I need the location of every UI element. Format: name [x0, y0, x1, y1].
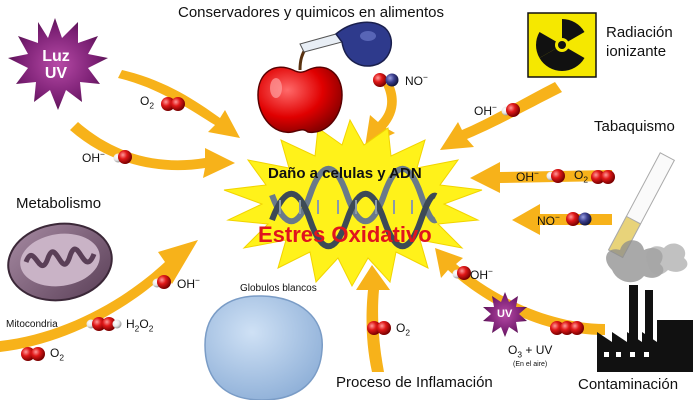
center-main-title: Estres Oxidativo [258, 222, 432, 247]
uv-burst [8, 18, 108, 110]
mitochondria-illustration [7, 222, 113, 302]
uv-oh-label: OH− [82, 149, 105, 165]
pollution-oh-label: OH− [470, 266, 493, 282]
radiation-label: Radiación ionizante [606, 24, 673, 62]
radiation-label-line1: Radiación [606, 24, 673, 41]
inflammation-o2-label: O2 [396, 321, 411, 338]
cigarette-illustration [607, 152, 676, 259]
arrow-inflammation [356, 265, 390, 372]
uv-label-line2: UV [44, 64, 68, 82]
arrows [0, 70, 612, 372]
arrow-preservatives [365, 82, 397, 147]
mitochondria-label: Mitocondria [6, 319, 58, 330]
arrow-uv-oh [70, 122, 235, 178]
arrow-tab-2 [512, 204, 612, 235]
radiation-sign [527, 12, 597, 78]
metabolism-h2o2-label: H2O2 [126, 317, 154, 334]
center-title: Daño a celulas y ADN [268, 165, 422, 182]
uv-o2-label: O2 [140, 94, 155, 111]
inflammation-label: Proceso de Inflamación [336, 374, 493, 391]
preservatives-label: Conservadores y quimicos en alimentos [178, 4, 444, 21]
pollution-uv-burst [483, 292, 527, 337]
factory-illustration [597, 240, 693, 372]
arrow-metabolism [0, 240, 198, 352]
smoking-label: Tabaquismo [594, 118, 675, 135]
pollution-o3-label: O3 + UV [508, 343, 553, 360]
metabolism-label: Metabolismo [16, 195, 102, 212]
uv-label-line1: Luz [42, 48, 70, 65]
white-blood-cell [204, 295, 323, 400]
metabolism-oh-label: OH− [177, 275, 200, 291]
dna-helix [269, 165, 438, 250]
preservatives-no-label: NO− [405, 72, 428, 88]
smoking-o2-label: O2 [574, 168, 589, 185]
arrow-tab-1 [470, 162, 612, 193]
smoking-no-label: NO− [537, 212, 560, 228]
arrow-pollution [435, 248, 605, 335]
apple-illustration [257, 47, 343, 134]
smoking-oh-label: OH− [516, 168, 539, 184]
arrow-radiation [440, 82, 562, 150]
uv-label: Luz UV [38, 48, 74, 83]
pollution-air-label: (En el aire) [513, 361, 548, 368]
radiation-oh-label: OH− [474, 102, 497, 118]
metabolism-o2-label: O2 [50, 346, 65, 363]
arrow-uv-o2 [118, 70, 240, 138]
radiation-label-line2: ionizante [606, 42, 667, 60]
white-cells-label: Globulos blancos [240, 283, 317, 294]
pollution-uv-label: UV [497, 308, 513, 320]
molecules [21, 73, 615, 361]
flask-illustration [299, 21, 393, 67]
pollution-label: Contaminación [578, 376, 679, 393]
